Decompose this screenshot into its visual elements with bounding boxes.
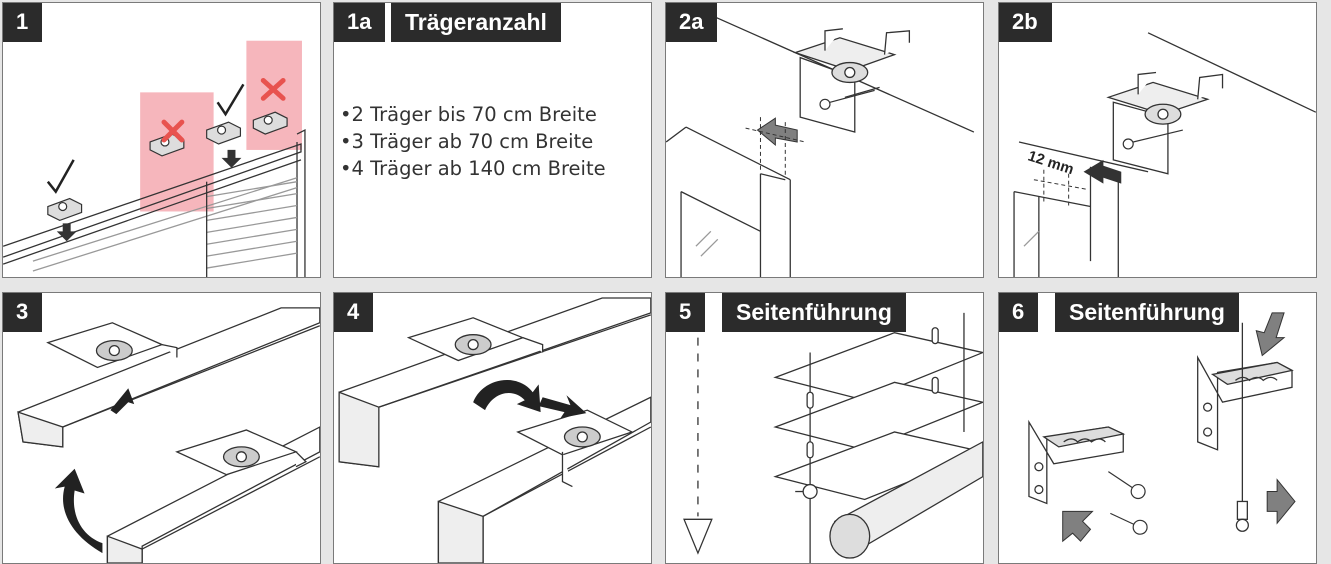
step-badge: 4 — [334, 293, 374, 332]
illustration-blind-headrail — [3, 40, 306, 277]
arrow-icon — [221, 149, 242, 168]
arrow-icon — [1255, 312, 1286, 357]
rotate-arrow-icon — [473, 380, 541, 413]
bracket-count-list: 2 Träger bis 70 cm Breite 3 Träger ab 70… — [340, 101, 606, 182]
screw-icon — [1108, 471, 1148, 535]
panel-step-1: 1 — [2, 2, 321, 278]
panel-heading: Trägeranzahl — [391, 3, 561, 42]
panel-step-2a: 2a — [665, 2, 984, 278]
cross-icon — [161, 77, 286, 143]
step-badge: 3 — [3, 293, 43, 332]
illustration-bracket-distance: 12 mm — [1013, 32, 1316, 277]
bracket-icon — [1106, 71, 1224, 175]
rotate-arrow-icon — [54, 468, 103, 554]
arrow-icon — [1062, 510, 1094, 543]
step-badge: 5 — [666, 293, 706, 332]
panel-step-5: 5 Seitenführung — [665, 292, 984, 564]
list-item: 4 Träger ab 140 cm Breite — [340, 155, 606, 182]
panel-heading: Seitenführung — [722, 293, 906, 332]
arrow-icon — [1083, 159, 1122, 184]
bracket-icon — [406, 317, 634, 488]
forbidden-zone — [246, 40, 302, 150]
step-badge: 6 — [999, 293, 1039, 332]
step-badge: 1a — [334, 3, 386, 42]
step-badge: 1 — [3, 3, 43, 42]
arrow-icon — [1266, 478, 1296, 525]
list-item: 2 Träger bis 70 cm Breite — [340, 101, 606, 128]
bracket-icon — [1028, 355, 1294, 505]
panel-step-2b: 2b 12 mm — [998, 2, 1317, 278]
list-item: 3 Träger ab 70 cm Breite — [340, 128, 606, 155]
illustration-click-headrail — [17, 307, 320, 563]
bracket-icon — [46, 322, 308, 476]
step-badge: 2b — [999, 3, 1052, 42]
bracket-icon — [793, 28, 911, 133]
arrow-icon — [110, 388, 135, 415]
illustration-side-guide-cord — [683, 312, 983, 563]
illustration-side-guide-brackets — [1028, 312, 1296, 543]
check-icon — [216, 83, 245, 117]
panel-step-1a: 1a Trägeranzahl 2 Träger bis 70 cm Breit… — [333, 2, 652, 278]
arrow-icon — [56, 223, 77, 242]
forbidden-zone — [140, 92, 214, 212]
panel-step-4: 4 — [333, 292, 652, 564]
panel-step-6: 6 Seitenführung — [998, 292, 1317, 564]
step-badge: 2a — [666, 3, 718, 42]
screw-icon — [1122, 129, 1183, 150]
panel-step-3: 3 — [2, 292, 321, 564]
screw-icon — [819, 86, 880, 110]
arrow-icon — [538, 395, 587, 419]
bracket-icon — [47, 111, 288, 222]
plumb-bob-icon — [683, 518, 713, 555]
arrow-icon — [756, 117, 798, 147]
illustration-bracket-mount — [666, 12, 975, 277]
check-icon — [46, 159, 75, 194]
panel-heading: Seitenführung — [1055, 293, 1239, 332]
illustration-release-headrail — [338, 297, 651, 563]
